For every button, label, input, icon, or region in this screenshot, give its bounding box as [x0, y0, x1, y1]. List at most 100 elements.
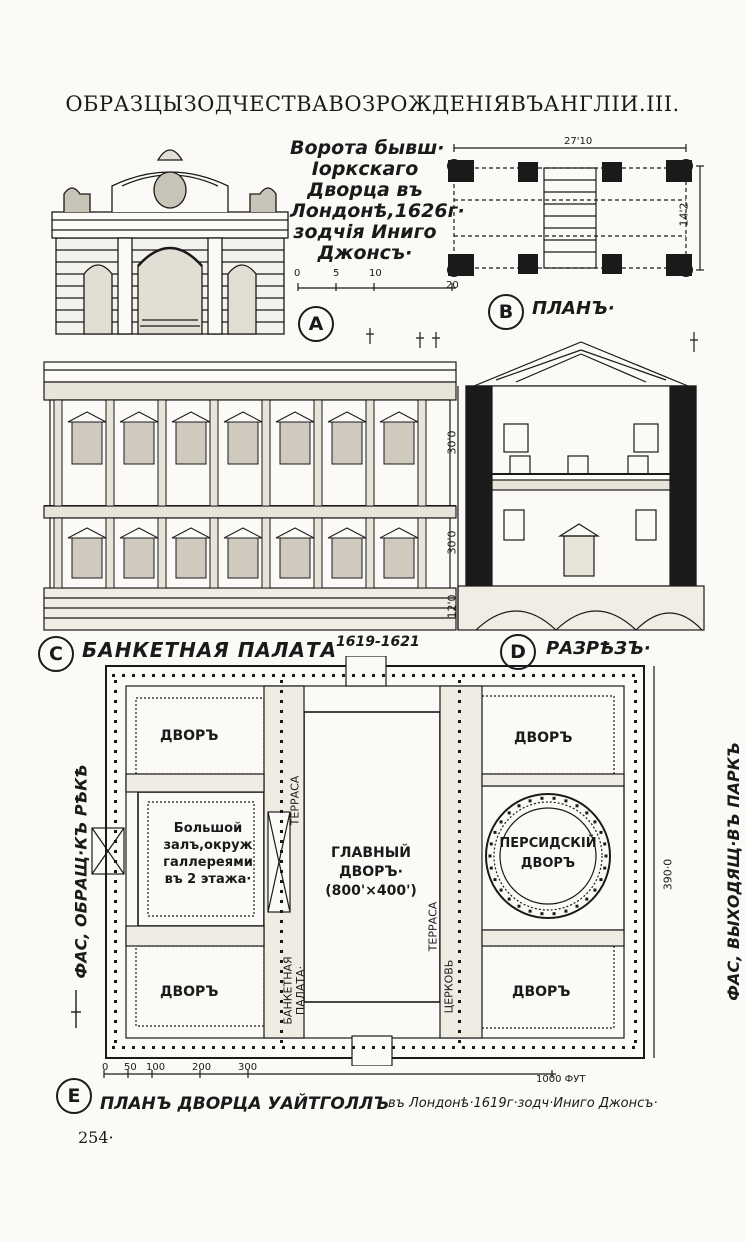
plan-pier: [634, 680, 637, 683]
plan-pier: [262, 674, 265, 677]
banqueting-column: [313, 399, 323, 507]
plan-pier: [372, 674, 375, 677]
plan-pier: [458, 880, 461, 883]
plan-pier: [458, 1000, 461, 1003]
plan-pier: [512, 1046, 515, 1049]
banqueting-column: [157, 517, 167, 589]
plan-pier: [172, 674, 175, 677]
window-pediment: [171, 411, 211, 423]
plan-pier: [114, 850, 117, 853]
plan-pier: [114, 810, 117, 813]
plan-pier: [634, 810, 637, 813]
plan-pier: [242, 1046, 245, 1049]
gate-scale-label: 20: [446, 280, 459, 291]
plan-pier: [292, 1046, 295, 1049]
banquet-label-1: БАНКЕТНАЯ: [281, 956, 295, 1025]
plan-pier: [280, 930, 283, 933]
plan-pier: [482, 674, 485, 677]
plan-pier: [192, 674, 195, 677]
plan-pier: [112, 1046, 115, 1049]
window-pediment: [275, 411, 315, 423]
whitehall-scale-bar: [103, 1070, 556, 1078]
banqueting-window: [175, 537, 207, 579]
plan-pier: [634, 710, 637, 713]
window-pediment: [275, 527, 315, 539]
plan-pier: [540, 912, 544, 916]
plan-pier: [302, 1046, 305, 1049]
plan-depth-dim: 390·0: [661, 858, 675, 891]
plan-pier: [593, 888, 597, 892]
plan-pier: [517, 804, 521, 808]
plan-pier: [280, 840, 283, 843]
plan-pier: [603, 842, 607, 846]
plan-pier: [352, 1046, 355, 1049]
plan-pier: [458, 970, 461, 973]
gate-plan-depth-dim: 14'2: [677, 202, 691, 227]
plan-pier: [564, 799, 568, 803]
plan-pier: [482, 1046, 485, 1049]
gate-scale-label: 0: [294, 268, 301, 279]
plan-pier: [362, 1046, 365, 1049]
plan-pier: [604, 854, 608, 858]
plan-pier: [322, 674, 325, 677]
plan-pier: [402, 1046, 405, 1049]
plan-pier: [282, 674, 285, 677]
plan-pier: [552, 796, 556, 800]
plan-pier: [564, 909, 568, 913]
plan-pier: [458, 930, 461, 933]
plan-pier: [142, 674, 145, 677]
plan-pier: [114, 690, 117, 693]
plan-pier: [612, 674, 615, 677]
plan-pier: [312, 1046, 315, 1049]
plan-pier: [280, 1010, 283, 1013]
plan-pier: [280, 1040, 283, 1043]
banqueting-column: [105, 399, 115, 507]
plan-pier: [280, 730, 283, 733]
whitehall-scale-label: 300: [238, 1062, 258, 1073]
plan-pier: [458, 730, 461, 733]
page-title: ОБРАЗЦЫЗОДЧЕСТВАВОЗРОЖДЕНІЯВЪАНГЛІИ.III.: [65, 92, 680, 116]
plan-pier: [422, 674, 425, 677]
plan-pier: [458, 1040, 461, 1043]
plan-pier: [622, 674, 625, 677]
window-pediment: [171, 527, 211, 539]
label-circle-d: D: [500, 634, 536, 670]
court-label-top-right: ДВОРЪ: [514, 730, 573, 746]
north-arrow-icon: [71, 990, 81, 1028]
banqueting-window: [227, 537, 259, 579]
plan-pier: [458, 870, 461, 873]
plan-pier: [280, 750, 283, 753]
plan-pier: [152, 674, 155, 677]
banqueting-window: [331, 537, 363, 579]
banqueting-column: [261, 399, 271, 507]
plan-pier: [212, 1046, 215, 1049]
gate-caption-line: Лондонѣ,1626г·: [290, 200, 465, 222]
plan-pier: [502, 674, 505, 677]
plan-pier: [542, 1046, 545, 1049]
plan-pier: [392, 1046, 395, 1049]
plan-pier: [634, 780, 637, 783]
plan-pier: [280, 740, 283, 743]
great-hall-label-line: галлереями: [163, 855, 253, 870]
plan-pier: [114, 950, 117, 953]
plan-pier: [114, 920, 117, 923]
plan-pier: [634, 800, 637, 803]
plan-pier: [458, 980, 461, 983]
plan-pier: [458, 900, 461, 903]
plan-pier: [114, 820, 117, 823]
plan-pier: [114, 760, 117, 763]
plan-pier: [507, 897, 511, 901]
plan-pier: [114, 1000, 117, 1003]
plan-pier: [528, 799, 532, 803]
plan-pier: [342, 674, 345, 677]
plan-pier: [634, 760, 637, 763]
great-hall-label-line: залъ,окруж: [163, 838, 253, 853]
section-drawing: [457, 332, 705, 631]
plan-pier: [458, 910, 461, 913]
plan-pier: [280, 780, 283, 783]
plan-pier: [114, 990, 117, 993]
plan-pier: [489, 866, 493, 870]
plan-pier: [280, 700, 283, 703]
plan-pier: [575, 804, 579, 808]
